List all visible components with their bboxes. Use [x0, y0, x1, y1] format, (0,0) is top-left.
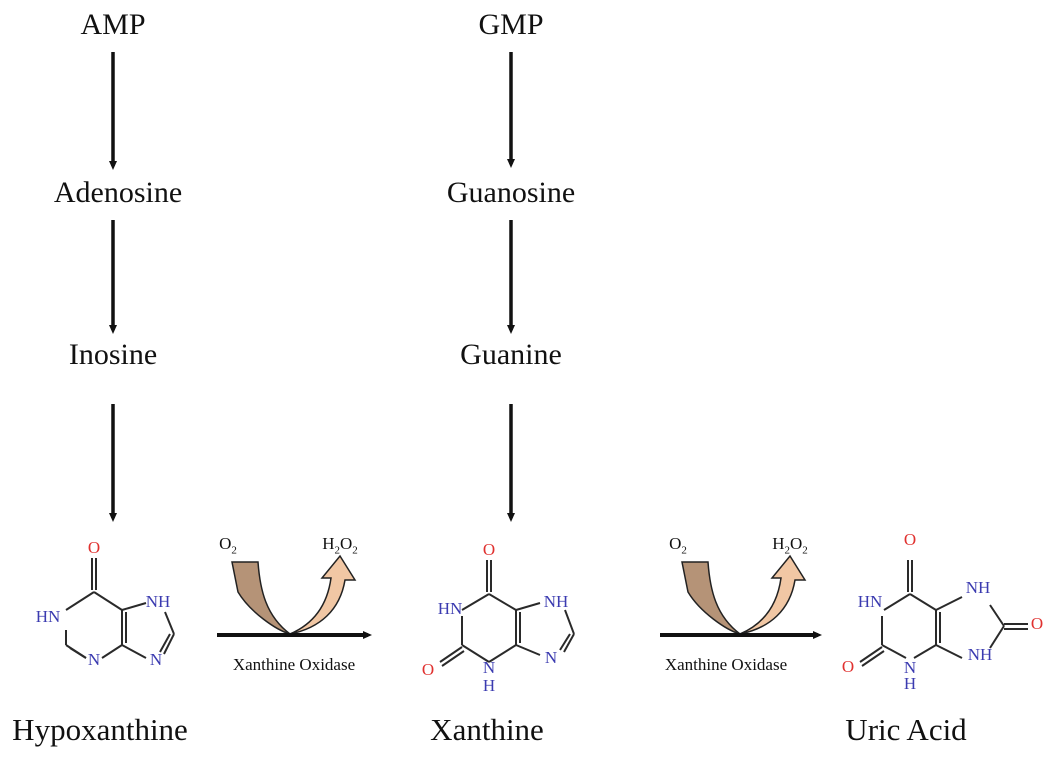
reaction-2-h2o2-curl	[739, 554, 807, 635]
reaction-2-reactant-o2: O2	[669, 534, 687, 557]
uric-acid-atom-h-bottom: H	[903, 674, 917, 693]
label-uric-acid: Uric Acid	[845, 712, 967, 747]
reaction-2-product-h2o2: H2O2	[772, 534, 808, 557]
reaction-1-o2-curl	[231, 561, 291, 635]
xanthine-atom-hn: HN	[437, 599, 463, 618]
label-xanthine: Xanthine	[430, 712, 544, 747]
xanthine-structure	[439, 560, 575, 667]
uric-acid-atom-n-bottom: N	[903, 658, 917, 677]
uric-acid-atom-o-left: O	[841, 657, 855, 676]
reaction-1-product-h2o2: H2O2	[322, 534, 358, 557]
reaction-1-h2o2-curl	[289, 554, 357, 635]
label-guanosine: Guanosine	[446, 176, 576, 209]
label-inosine: Inosine	[68, 338, 158, 371]
uric-acid-atom-o-top: O	[903, 530, 917, 549]
xanthine-atom-n-bottom: N	[482, 658, 496, 677]
label-hypoxanthine: Hypoxanthine	[12, 712, 188, 747]
uric-acid-atom-hn: HN	[857, 592, 883, 611]
uric-acid-atom-nh-bottom: NH	[967, 645, 993, 664]
xanthine-atom-h-bottom: H	[482, 676, 496, 695]
reaction-2-graphics	[660, 554, 822, 639]
label-amp: AMP	[80, 8, 146, 41]
xanthine-atom-o-left: O	[421, 660, 435, 679]
xanthine-atom-nh: NH	[543, 592, 569, 611]
hypoxanthine-atom-o: O	[87, 538, 101, 557]
label-gmp: GMP	[478, 8, 544, 41]
reaction-2-enzyme-label: Xanthine Oxidase	[664, 655, 788, 674]
uric-acid-atom-nh-top: NH	[965, 578, 991, 597]
xanthine-atom-n-right: N	[544, 648, 558, 667]
uric-acid-structure	[859, 560, 1028, 667]
reaction-1-enzyme-label: Xanthine Oxidase	[232, 655, 356, 674]
label-adenosine: Adenosine	[53, 176, 183, 209]
reaction-1-reactant-o2: O2	[219, 534, 237, 557]
hypoxanthine-atom-nh: NH	[145, 592, 171, 611]
uric-acid-atom-o-right: O	[1030, 614, 1044, 633]
hypoxanthine-atom-n-right: N	[149, 650, 163, 669]
xanthine-atom-o-top: O	[482, 540, 496, 559]
hypoxanthine-atom-n-bottom: N	[87, 650, 101, 669]
label-guanine: Guanine	[460, 338, 562, 371]
hypoxanthine-structure	[65, 558, 175, 659]
hypoxanthine-atom-hn: HN	[35, 607, 61, 626]
reaction-2-o2-curl	[681, 561, 741, 635]
reaction-1-graphics	[217, 554, 372, 639]
